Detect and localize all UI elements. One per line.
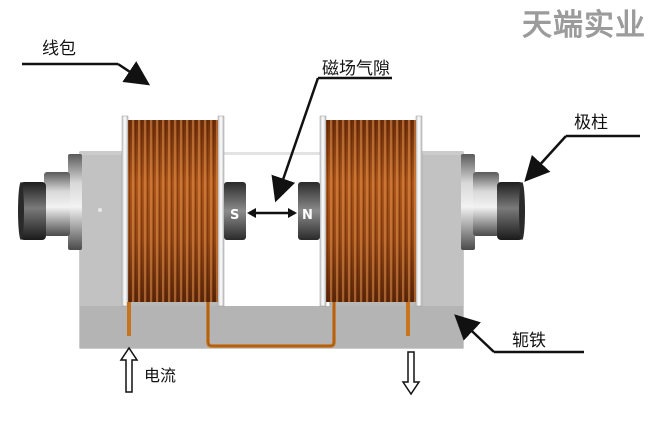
north-pole-letter: N [302,208,313,223]
current-in-arrow-icon [119,346,139,393]
air-gap-label: 磁场气隙 [322,59,390,79]
air-gap-leader [271,76,392,203]
coil-leader [22,61,151,86]
right-terminal [461,154,525,250]
right-coil [319,115,423,307]
connecting-wire [206,302,336,348]
south-pole [224,182,246,240]
north-pole [298,182,320,240]
yoke-label: 轭铁 [512,331,546,351]
brand-watermark: 天端实业 [522,8,646,43]
pole-label: 极柱 [574,113,608,133]
pole-leader [524,134,640,182]
south-pole-letter: S [230,208,239,223]
input-lead-wire [127,302,131,336]
current-label: 电流 [144,366,177,385]
left-coil [121,115,225,307]
output-lead-wire [406,302,410,336]
coil-label: 线包 [42,39,76,59]
yoke-leader [454,314,584,354]
left-terminal [18,154,82,250]
air-gap-arrow [247,208,297,218]
current-out-arrow-icon [401,351,421,396]
